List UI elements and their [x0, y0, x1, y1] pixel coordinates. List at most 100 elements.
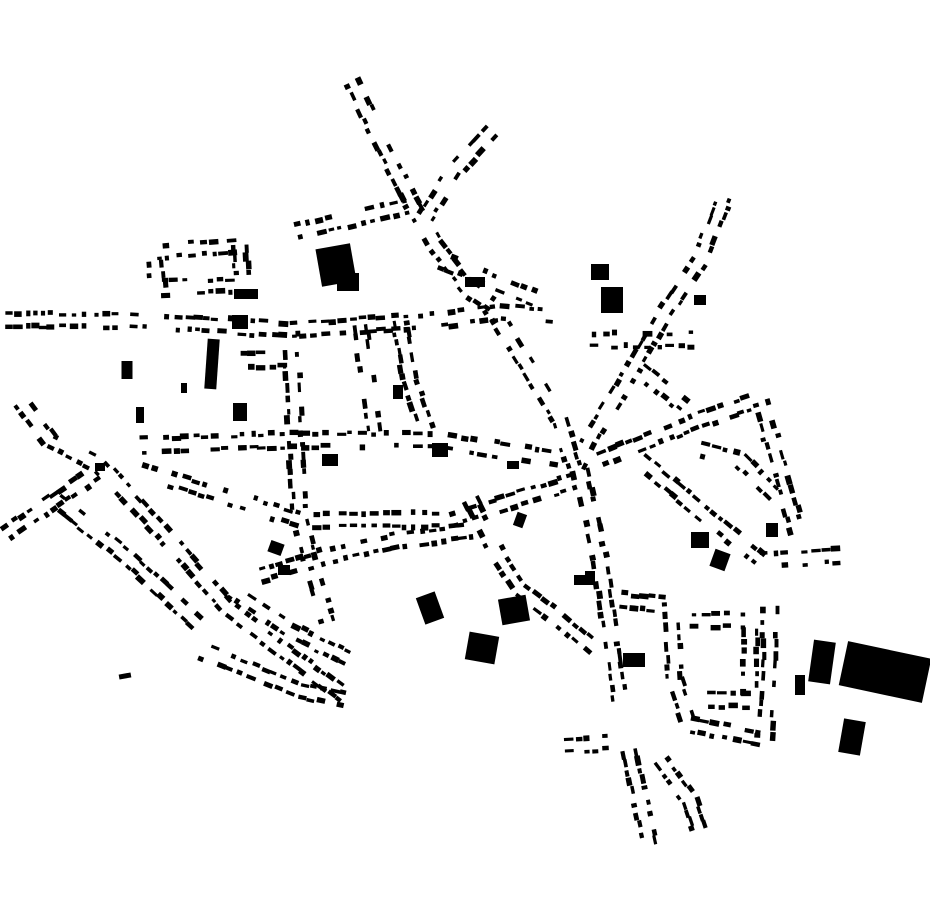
building	[524, 443, 533, 450]
building	[267, 429, 275, 436]
building	[201, 250, 208, 256]
building	[750, 459, 760, 469]
building	[663, 641, 669, 652]
building	[665, 343, 675, 347]
building	[603, 641, 609, 649]
building	[249, 631, 259, 640]
building	[646, 608, 655, 613]
building	[431, 511, 440, 516]
building	[687, 413, 693, 420]
building	[278, 565, 290, 575]
building	[651, 828, 658, 837]
building	[291, 648, 302, 658]
building	[249, 333, 255, 338]
building	[300, 624, 310, 633]
building	[279, 674, 287, 680]
building	[717, 219, 724, 228]
building	[134, 574, 146, 586]
building	[721, 734, 728, 740]
building	[598, 540, 606, 548]
building	[141, 462, 150, 470]
building	[306, 697, 315, 704]
building	[162, 278, 169, 288]
building	[278, 613, 286, 620]
building	[233, 597, 241, 605]
building	[40, 310, 46, 316]
building	[830, 545, 841, 552]
building	[586, 631, 595, 640]
building	[187, 326, 192, 332]
building	[178, 540, 185, 547]
building	[657, 345, 662, 350]
building	[750, 543, 758, 552]
building	[228, 289, 233, 295]
building	[544, 382, 552, 393]
building	[255, 365, 266, 371]
building	[357, 430, 367, 435]
building	[676, 622, 681, 631]
building	[243, 610, 252, 619]
building	[300, 683, 310, 689]
building	[759, 690, 765, 700]
building	[590, 496, 597, 502]
building	[26, 322, 31, 329]
building	[664, 755, 672, 763]
building	[363, 95, 373, 107]
building	[75, 470, 85, 480]
building	[762, 491, 772, 501]
building	[498, 570, 507, 579]
building	[587, 419, 596, 429]
building	[596, 600, 603, 611]
building	[392, 212, 401, 220]
building	[656, 331, 665, 341]
building	[59, 323, 67, 328]
building	[232, 253, 237, 263]
building	[307, 657, 315, 665]
building	[339, 330, 347, 336]
building	[428, 528, 437, 533]
building	[161, 448, 172, 455]
building	[489, 304, 496, 310]
building	[499, 507, 509, 515]
building	[741, 647, 747, 654]
building	[623, 359, 632, 368]
building	[742, 705, 750, 711]
building	[369, 103, 376, 111]
building	[325, 671, 336, 682]
building	[182, 278, 188, 282]
building	[349, 91, 357, 102]
building	[418, 390, 426, 397]
building	[225, 594, 233, 602]
building	[157, 256, 162, 261]
building	[460, 435, 469, 443]
building	[447, 431, 458, 439]
building	[620, 671, 625, 680]
building	[709, 548, 731, 572]
building	[216, 276, 224, 282]
building	[197, 655, 205, 663]
building	[41, 493, 51, 502]
building	[180, 615, 189, 624]
building	[689, 424, 700, 433]
building	[522, 372, 530, 382]
building	[338, 523, 347, 527]
building	[677, 481, 687, 490]
building	[475, 495, 483, 505]
building	[250, 615, 259, 623]
building	[272, 332, 279, 338]
building	[67, 475, 79, 485]
building	[379, 214, 391, 222]
building	[297, 372, 304, 379]
building	[613, 618, 619, 627]
building	[608, 599, 615, 608]
building	[553, 492, 560, 498]
building	[185, 568, 196, 580]
building	[382, 157, 388, 165]
building	[563, 631, 572, 639]
building	[300, 639, 311, 648]
building	[69, 323, 79, 330]
building	[661, 377, 669, 385]
building	[272, 501, 281, 509]
building	[256, 446, 266, 450]
building	[165, 582, 175, 591]
